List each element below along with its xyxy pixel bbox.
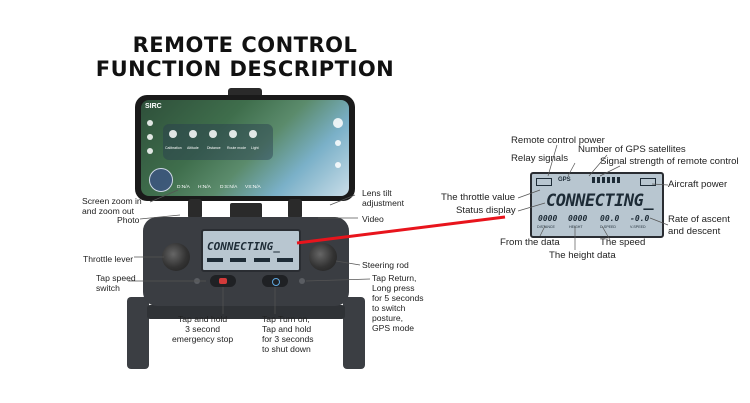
menu-label-1: Calibration: [165, 146, 182, 150]
stand-leg-right: [343, 297, 365, 369]
label-relay: Relay signals: [511, 153, 569, 164]
remote-lcd-values: [207, 258, 293, 263]
menu-label-4: Route mode: [227, 146, 247, 150]
label-tap-return: Tap Return, Long press for 5 seconds to …: [372, 273, 424, 333]
phone-screen: SIRC Calibration Altitude Distance Route…: [141, 100, 349, 196]
phone-icon-3: [147, 148, 153, 154]
label-signal-strength: Signal strength of remote control: [600, 156, 739, 167]
power-button: [262, 275, 288, 287]
status-dist: D:N/A: [177, 185, 190, 190]
lcd-gps-label: GPS: [558, 177, 571, 183]
right-icon-2: [335, 140, 341, 146]
stop-light-icon: [219, 278, 227, 284]
phone-brand: SIRC: [145, 103, 162, 110]
label-tap-turn-on: Tap Turn on, Tap and hold for 3 seconds …: [262, 314, 314, 354]
lcd-large: GPS CONNECTING_ 0000 0000 00.0 -0.0 DIST…: [530, 172, 664, 238]
lcd-value-height: 0000: [568, 214, 588, 223]
aircraft-battery-icon: [640, 178, 656, 186]
label-steering-rod: Steering rod: [362, 260, 409, 270]
label-throttle-lever: Throttle lever: [83, 254, 134, 264]
stand-bar: [147, 305, 345, 319]
title-line-2: FUNCTION DESCRIPTION: [95, 57, 395, 81]
rc-battery-icon: [536, 178, 552, 186]
signal-bars-icon: [592, 177, 622, 183]
menu-icon-altitude: [189, 130, 197, 138]
power-icon: [272, 278, 280, 286]
menu-label-3: Distance: [207, 146, 221, 150]
stand-leg-left: [127, 297, 149, 369]
antenna-hinge: [230, 203, 262, 219]
lcd-main-text: CONNECTING_: [546, 191, 654, 211]
lcd-value-dspeed: 00.0: [600, 214, 620, 223]
remote-lcd-main: CONNECTING_: [207, 240, 280, 253]
lcd-value-distance: 0000: [538, 214, 558, 223]
status-height: H:N/A: [198, 185, 211, 190]
label-photo: Photo: [117, 215, 140, 225]
label-rc-power: Remote control power: [511, 135, 605, 146]
status-dspeed: D:S:N/A: [220, 185, 238, 190]
title-line-1: REMOTE CONTROL: [132, 33, 358, 57]
label-speed: The speed: [600, 237, 646, 248]
lcd-unit-distance: DISTANCE: [537, 225, 555, 229]
lcd-value-vspeed: -0.0: [630, 214, 650, 223]
remote-lcd: CONNECTING_: [201, 229, 301, 272]
menu-label-2: Altitude: [187, 146, 199, 150]
clamp-arm-left: [188, 199, 202, 219]
right-icon-3: [335, 162, 341, 168]
menu-icon-route: [229, 130, 237, 138]
label-tap-hold-stop: Tap and hold 3 second emergency stop: [172, 314, 234, 344]
phone-icon-1: [147, 120, 153, 126]
label-from-data: From the data: [500, 237, 560, 248]
label-height-data: The height data: [549, 250, 616, 261]
label-video: Video: [362, 214, 384, 224]
label-aircraft-power: Aircraft power: [668, 179, 728, 190]
menu-icon-distance: [209, 130, 217, 138]
small-button-right: [299, 278, 305, 284]
pointer-line: [296, 215, 506, 245]
menu-label-5: Light: [251, 146, 259, 150]
clamp-arm-right: [288, 199, 302, 219]
status-vspeed: VS:N/A: [245, 185, 261, 190]
label-lens-tilt: Lens tilt adjustment: [362, 188, 405, 208]
lcd-unit-dspeed: D-SPEED: [600, 225, 616, 229]
label-status-display: Status display: [456, 205, 516, 216]
menu-icon-light: [249, 130, 257, 138]
compass-icon: [149, 168, 173, 192]
label-rate-ascent: Rate of ascent and descent: [668, 214, 730, 237]
phone-icon-2: [147, 134, 153, 140]
label-throttle-value: The throttle value: [441, 192, 516, 203]
label-tap-speed: Tap speed switch: [96, 273, 136, 293]
label-screen-zoom: Screen zoom in and zoom out: [82, 196, 142, 216]
phone-clamp-top: [228, 88, 262, 98]
capture-button-icon: [333, 118, 343, 128]
lcd-unit-vspeed: V-SPEED: [630, 225, 646, 229]
speed-button: [210, 275, 236, 287]
menu-icon-calibration: [169, 130, 177, 138]
left-stick: [162, 243, 190, 271]
label-gps-sat: Number of GPS satellites: [578, 144, 686, 155]
lcd-unit-height: HEIGHT: [569, 225, 583, 229]
right-stick: [309, 243, 337, 271]
phone-menu-panel: Calibration Altitude Distance Route mode…: [163, 124, 273, 160]
